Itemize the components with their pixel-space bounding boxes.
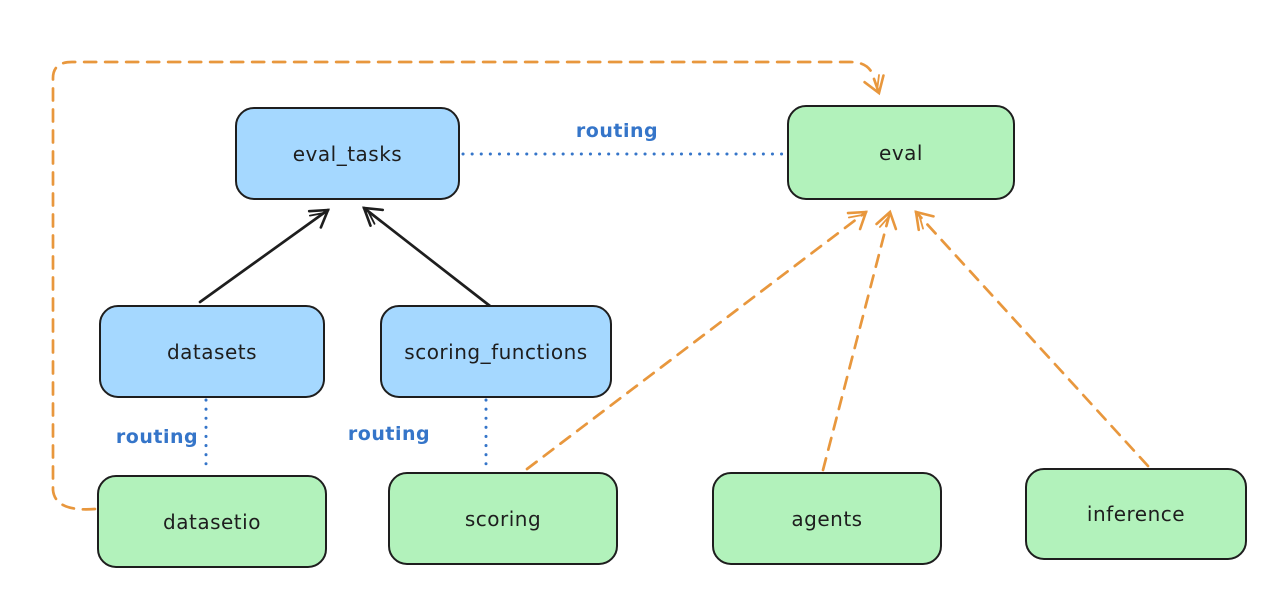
- node-inference-label: inference: [1086, 502, 1186, 526]
- edge-datasets-to-eval-tasks: [198, 208, 330, 304]
- node-eval-tasks-label: eval_tasks: [292, 141, 403, 166]
- node-eval: eval: [787, 105, 1015, 200]
- edge-scoring-to-eval: [525, 210, 868, 471]
- edge-inference-to-eval: [914, 210, 1150, 468]
- node-scoring-functions: scoring_functions: [380, 305, 612, 398]
- node-datasetio-label: datasetio: [163, 509, 261, 534]
- routing-label-scoring-functions-scoring: routing: [347, 423, 431, 445]
- node-datasets: datasets: [99, 305, 325, 398]
- node-scoring-functions-label: scoring_functions: [404, 339, 588, 364]
- node-eval-tasks: eval_tasks: [235, 107, 460, 200]
- node-inference: inference: [1025, 468, 1247, 560]
- node-agents-label: agents: [791, 506, 863, 531]
- routing-label-eval-tasks-eval: routing: [575, 120, 659, 142]
- node-agents: agents: [712, 472, 942, 565]
- edge-agents-to-eval: [821, 209, 898, 472]
- node-datasets-label: datasets: [166, 339, 258, 364]
- node-eval-label: eval: [879, 140, 923, 165]
- node-scoring: scoring: [388, 472, 618, 565]
- node-datasetio: datasetio: [97, 475, 327, 568]
- edge-datasetio-to-eval: [51, 60, 885, 511]
- edge-scoring-functions-to-eval-tasks: [362, 206, 492, 308]
- routing-label-datasets-datasetio: routing: [115, 426, 199, 448]
- node-scoring-label: scoring: [464, 506, 542, 531]
